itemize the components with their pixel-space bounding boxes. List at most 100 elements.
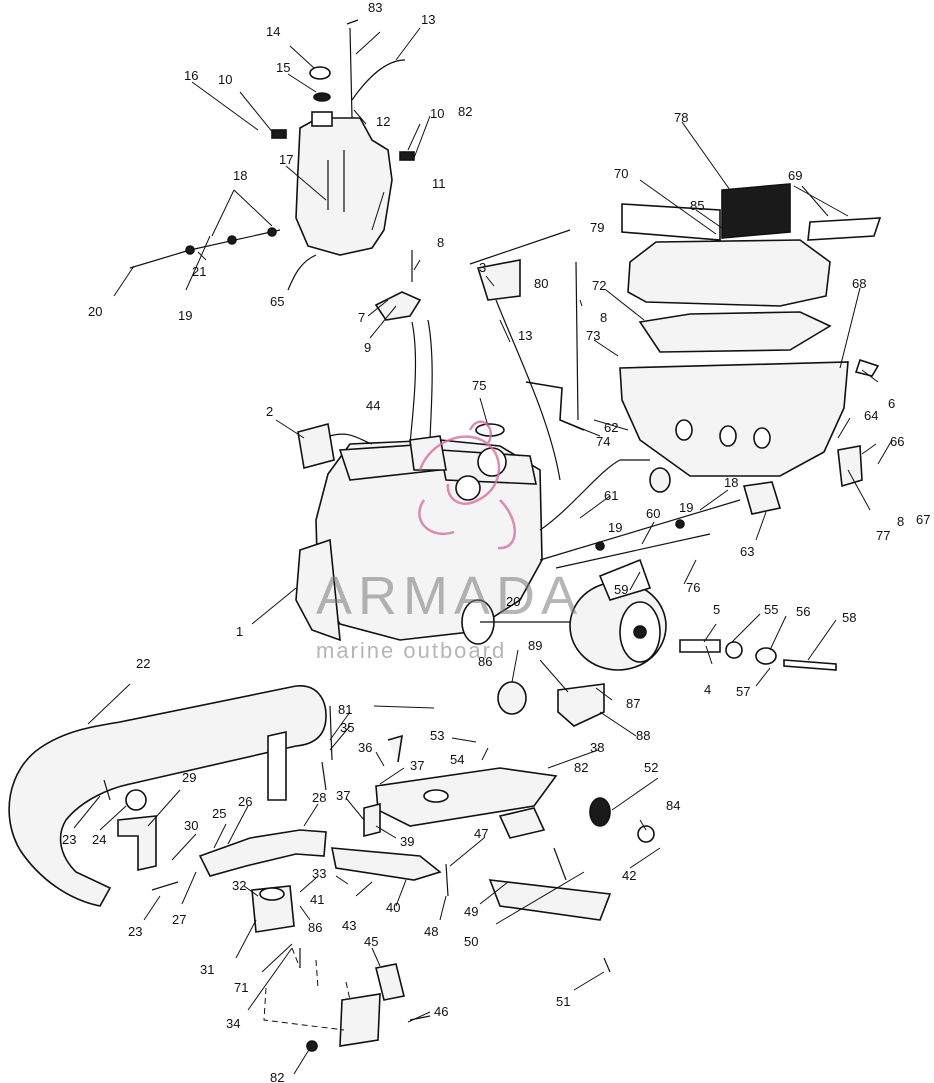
air-box-assembly bbox=[525, 183, 882, 515]
callout-23-a: 23 bbox=[62, 832, 76, 847]
fuel-hose-2 bbox=[555, 533, 711, 569]
callout-82-a: 82 bbox=[458, 104, 472, 119]
watermark: ARMADA marine outboard bbox=[316, 420, 577, 663]
spark-plug bbox=[455, 475, 481, 501]
callout-69: 69 bbox=[788, 168, 802, 183]
callout-19-b: 19 bbox=[608, 520, 622, 535]
callout-34: 34 bbox=[226, 1016, 240, 1031]
mount-plate-50 bbox=[488, 879, 612, 921]
callout-44: 44 bbox=[366, 398, 380, 413]
engine-plate-assembly bbox=[263, 734, 655, 1052]
filter-sheet-70 bbox=[621, 203, 721, 241]
callout-33: 33 bbox=[312, 866, 326, 881]
callout-86-b: 86 bbox=[308, 920, 322, 935]
callout-63: 63 bbox=[740, 544, 754, 559]
callout-7: 7 bbox=[358, 310, 365, 325]
air-box-port bbox=[675, 419, 693, 441]
callout-54: 54 bbox=[450, 752, 464, 767]
exhaust-spring-23 bbox=[103, 779, 111, 801]
callout-88: 88 bbox=[636, 728, 650, 743]
callout-51: 51 bbox=[556, 994, 570, 1009]
clutch-bolt bbox=[783, 659, 837, 671]
callout-80: 80 bbox=[534, 276, 548, 291]
callout-1: 1 bbox=[236, 624, 243, 639]
callout-77: 77 bbox=[876, 528, 890, 543]
callout-50: 50 bbox=[464, 934, 478, 949]
hose-clamp bbox=[185, 245, 195, 255]
muffler-bracket bbox=[117, 815, 157, 871]
callout-20-a: 20 bbox=[88, 304, 102, 319]
drive-clutch-assembly bbox=[497, 558, 837, 727]
callout-49: 49 bbox=[464, 904, 478, 919]
callout-21: 21 bbox=[192, 264, 206, 279]
callout-78: 78 bbox=[674, 110, 688, 125]
callout-60: 60 bbox=[646, 506, 660, 521]
engine-mount-88 bbox=[557, 683, 605, 727]
fuel-clamp-2 bbox=[675, 519, 685, 529]
callout-8-c: 8 bbox=[897, 514, 904, 529]
exhaust-spring-81 bbox=[329, 705, 333, 761]
callout-19-c: 19 bbox=[679, 500, 693, 515]
callout-36: 36 bbox=[358, 740, 372, 755]
callout-24: 24 bbox=[92, 832, 106, 847]
callout-2: 2 bbox=[266, 404, 273, 419]
callout-4: 4 bbox=[704, 682, 711, 697]
callout-82-b: 82 bbox=[574, 760, 588, 775]
callout-58: 58 bbox=[842, 610, 856, 625]
watermark-logo bbox=[418, 420, 516, 550]
rubber-mount-86 bbox=[497, 681, 527, 715]
callout-89: 89 bbox=[528, 638, 542, 653]
callout-65: 65 bbox=[270, 294, 284, 309]
callout-68: 68 bbox=[852, 276, 866, 291]
plate-bolt-35 bbox=[387, 734, 403, 763]
throttle-body bbox=[742, 481, 782, 515]
callout-56: 56 bbox=[796, 604, 810, 619]
sender-tube bbox=[346, 19, 359, 119]
exhaust-assembly bbox=[8, 685, 333, 933]
bracket-bolt-8 bbox=[575, 261, 579, 421]
callout-13-b: 13 bbox=[518, 328, 532, 343]
watermark-tagline: marine outboard bbox=[316, 638, 506, 663]
throttle-cable bbox=[469, 229, 571, 265]
muffler-pipe bbox=[267, 731, 287, 801]
clutch-sleeve bbox=[679, 639, 721, 653]
throttle-line-13 bbox=[495, 299, 561, 481]
callout-10-b: 10 bbox=[430, 106, 444, 121]
muffler bbox=[8, 685, 327, 907]
exhaust-manifold bbox=[198, 829, 327, 877]
callout-40: 40 bbox=[386, 900, 400, 915]
fuel-filter bbox=[598, 558, 652, 601]
callout-23-b: 23 bbox=[128, 924, 142, 939]
fuel-hose bbox=[539, 499, 741, 561]
callout-67: 67 bbox=[916, 512, 930, 527]
callout-48: 48 bbox=[424, 924, 438, 939]
plate-bolt-48 bbox=[445, 863, 449, 897]
callout-15: 15 bbox=[276, 60, 290, 75]
air-box-clip bbox=[837, 445, 863, 488]
callout-87: 87 bbox=[626, 696, 640, 711]
fuel-clamp bbox=[595, 541, 605, 551]
throttle-cable-housing bbox=[476, 259, 521, 301]
air-box-base bbox=[619, 361, 849, 477]
tank-cap bbox=[309, 66, 331, 80]
callout-20-b: 20 bbox=[506, 594, 520, 609]
hose-clamp-3 bbox=[267, 227, 277, 237]
callout-73: 73 bbox=[586, 328, 600, 343]
air-box-gasket bbox=[638, 311, 832, 353]
callout-84: 84 bbox=[666, 798, 680, 813]
callout-5: 5 bbox=[713, 602, 720, 617]
air-box-latch bbox=[854, 358, 880, 377]
coil-wire bbox=[329, 433, 373, 445]
callout-14: 14 bbox=[266, 24, 280, 39]
callout-64: 64 bbox=[864, 408, 878, 423]
callout-37-b: 37 bbox=[336, 788, 350, 803]
callout-82-c: 82 bbox=[270, 1070, 284, 1083]
callout-42: 42 bbox=[622, 868, 636, 883]
tank-dipstick bbox=[327, 150, 345, 212]
callout-19-a: 19 bbox=[178, 308, 192, 323]
callout-81: 81 bbox=[338, 702, 352, 717]
callout-83: 83 bbox=[368, 0, 382, 15]
callout-13-a: 13 bbox=[421, 12, 435, 27]
callout-25: 25 bbox=[212, 806, 226, 821]
fuel-line bbox=[539, 459, 650, 531]
